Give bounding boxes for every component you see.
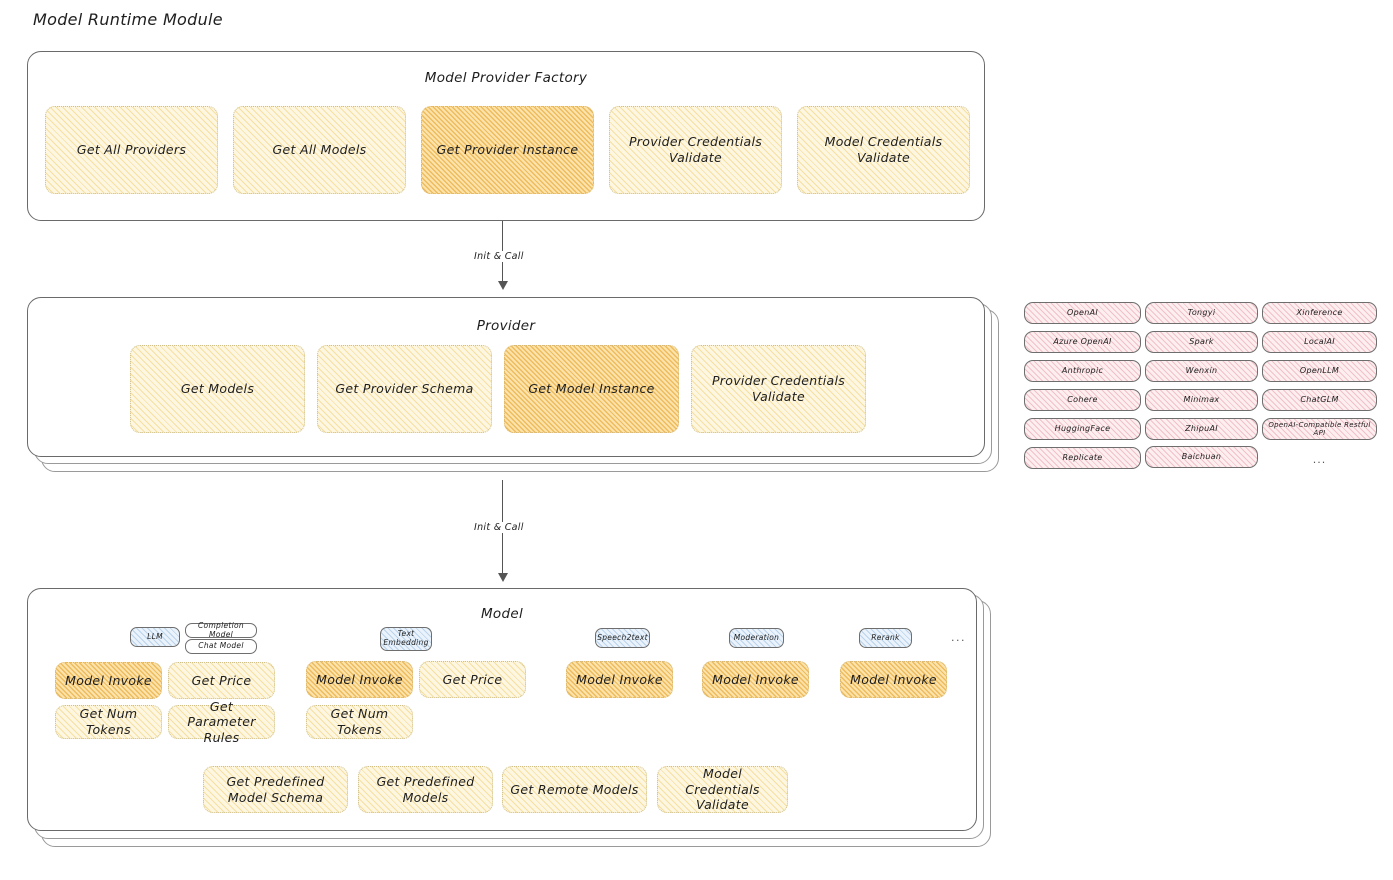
- model-node-text-embedding-model-invoke[interactable]: Model Invoke: [306, 661, 413, 698]
- model-type-badge-llm[interactable]: LLM: [130, 627, 180, 647]
- provider-chip-minimax[interactable]: Minimax: [1145, 389, 1258, 411]
- model-node-get-predefined-model-schema[interactable]: Get Predefined Model Schema: [203, 766, 348, 813]
- provider-list-more-ellipsis: ...: [1312, 452, 1327, 466]
- provider-chip-azure-openai[interactable]: Azure OpenAI: [1024, 331, 1141, 353]
- model-node-llm-get-parameter-rules[interactable]: Get Parameter Rules: [168, 699, 275, 745]
- factory-node-get-provider-instance[interactable]: Get Provider Instance: [421, 106, 594, 194]
- model-type-badge-moderation[interactable]: Moderation: [729, 628, 784, 648]
- provider-chip-wenxin[interactable]: Wenxin: [1145, 360, 1258, 382]
- model-type-sub-badge-chat-model[interactable]: Chat Model: [185, 639, 257, 654]
- model-node-llm-model-invoke[interactable]: Model Invoke: [55, 662, 162, 699]
- model-node-rerank-model-invoke[interactable]: Model Invoke: [840, 661, 947, 698]
- model-node-text-embedding-get-price[interactable]: Get Price: [419, 661, 526, 698]
- factory-node-model-credentials-validate[interactable]: Model Credentials Validate: [797, 106, 970, 194]
- model-type-badge-text-embedding[interactable]: Text Embedding: [380, 627, 432, 651]
- provider-chip-xinference[interactable]: Xinference: [1262, 302, 1377, 324]
- provider-node-get-models[interactable]: Get Models: [130, 345, 305, 433]
- model-node-moderation-model-invoke[interactable]: Model Invoke: [702, 661, 809, 698]
- provider-chip-replicate[interactable]: Replicate: [1024, 447, 1141, 469]
- arrow-provider-to-model-head: [498, 573, 508, 582]
- provider-node-get-model-instance[interactable]: Get Model Instance: [504, 345, 679, 433]
- model-node-llm-get-price[interactable]: Get Price: [168, 662, 275, 699]
- provider-chip-chatglm[interactable]: ChatGLM: [1262, 389, 1377, 411]
- arrow-factory-to-provider-label: Init & Call: [470, 251, 528, 262]
- page-title: Model Runtime Module: [33, 10, 223, 29]
- model-type-badge-rerank[interactable]: Rerank: [859, 628, 912, 648]
- model-node-get-remote-models[interactable]: Get Remote Models: [502, 766, 647, 813]
- arrow-factory-to-provider-head: [498, 281, 508, 290]
- provider-chip-localai[interactable]: LocalAI: [1262, 331, 1377, 353]
- factory-node-provider-credentials-validate[interactable]: Provider Credentials Validate: [609, 106, 782, 194]
- model-node-get-predefined-models[interactable]: Get Predefined Models: [358, 766, 493, 813]
- provider-chip-openai-compatible-restful-api[interactable]: OpenAI-Compatible Restful API: [1262, 418, 1377, 440]
- provider-chip-spark[interactable]: Spark: [1145, 331, 1258, 353]
- provider-chip-anthropic[interactable]: Anthropic: [1024, 360, 1141, 382]
- model-node-speech2text-model-invoke[interactable]: Model Invoke: [566, 661, 673, 698]
- model-node-text-embedding-get-num-tokens[interactable]: Get Num Tokens: [306, 705, 413, 739]
- provider-chip-zhipuai[interactable]: ZhipuAI: [1145, 418, 1258, 440]
- model-node-model-credentials-validate[interactable]: Model Credentials Validate: [657, 766, 788, 813]
- arrow-provider-to-model-label: Init & Call: [470, 522, 528, 533]
- provider-node-get-provider-schema[interactable]: Get Provider Schema: [317, 345, 492, 433]
- provider-chip-cohere[interactable]: Cohere: [1024, 389, 1141, 411]
- provider-chip-baichuan[interactable]: Baichuan: [1145, 446, 1258, 468]
- model-types-more-ellipsis: ...: [951, 631, 966, 644]
- factory-node-get-all-providers[interactable]: Get All Providers: [45, 106, 218, 194]
- model-type-badge-speech2text[interactable]: Speech2text: [595, 628, 650, 648]
- provider-chip-openllm[interactable]: OpenLLM: [1262, 360, 1377, 382]
- model-title: Model: [480, 606, 524, 622]
- provider-node-provider-credentials-validate[interactable]: Provider Credentials Validate: [691, 345, 866, 433]
- provider-chip-openai[interactable]: OpenAI: [1024, 302, 1141, 324]
- provider-chip-huggingface[interactable]: HuggingFace: [1024, 418, 1141, 440]
- model-provider-factory-title: Model Provider Factory: [424, 70, 588, 86]
- factory-node-get-all-models[interactable]: Get All Models: [233, 106, 406, 194]
- provider-title: Provider: [476, 318, 536, 334]
- model-node-llm-get-num-tokens[interactable]: Get Num Tokens: [55, 705, 162, 739]
- model-type-sub-badge-completion-model[interactable]: Completion Model: [185, 621, 257, 638]
- provider-chip-tongyi[interactable]: Tongyi: [1145, 302, 1258, 324]
